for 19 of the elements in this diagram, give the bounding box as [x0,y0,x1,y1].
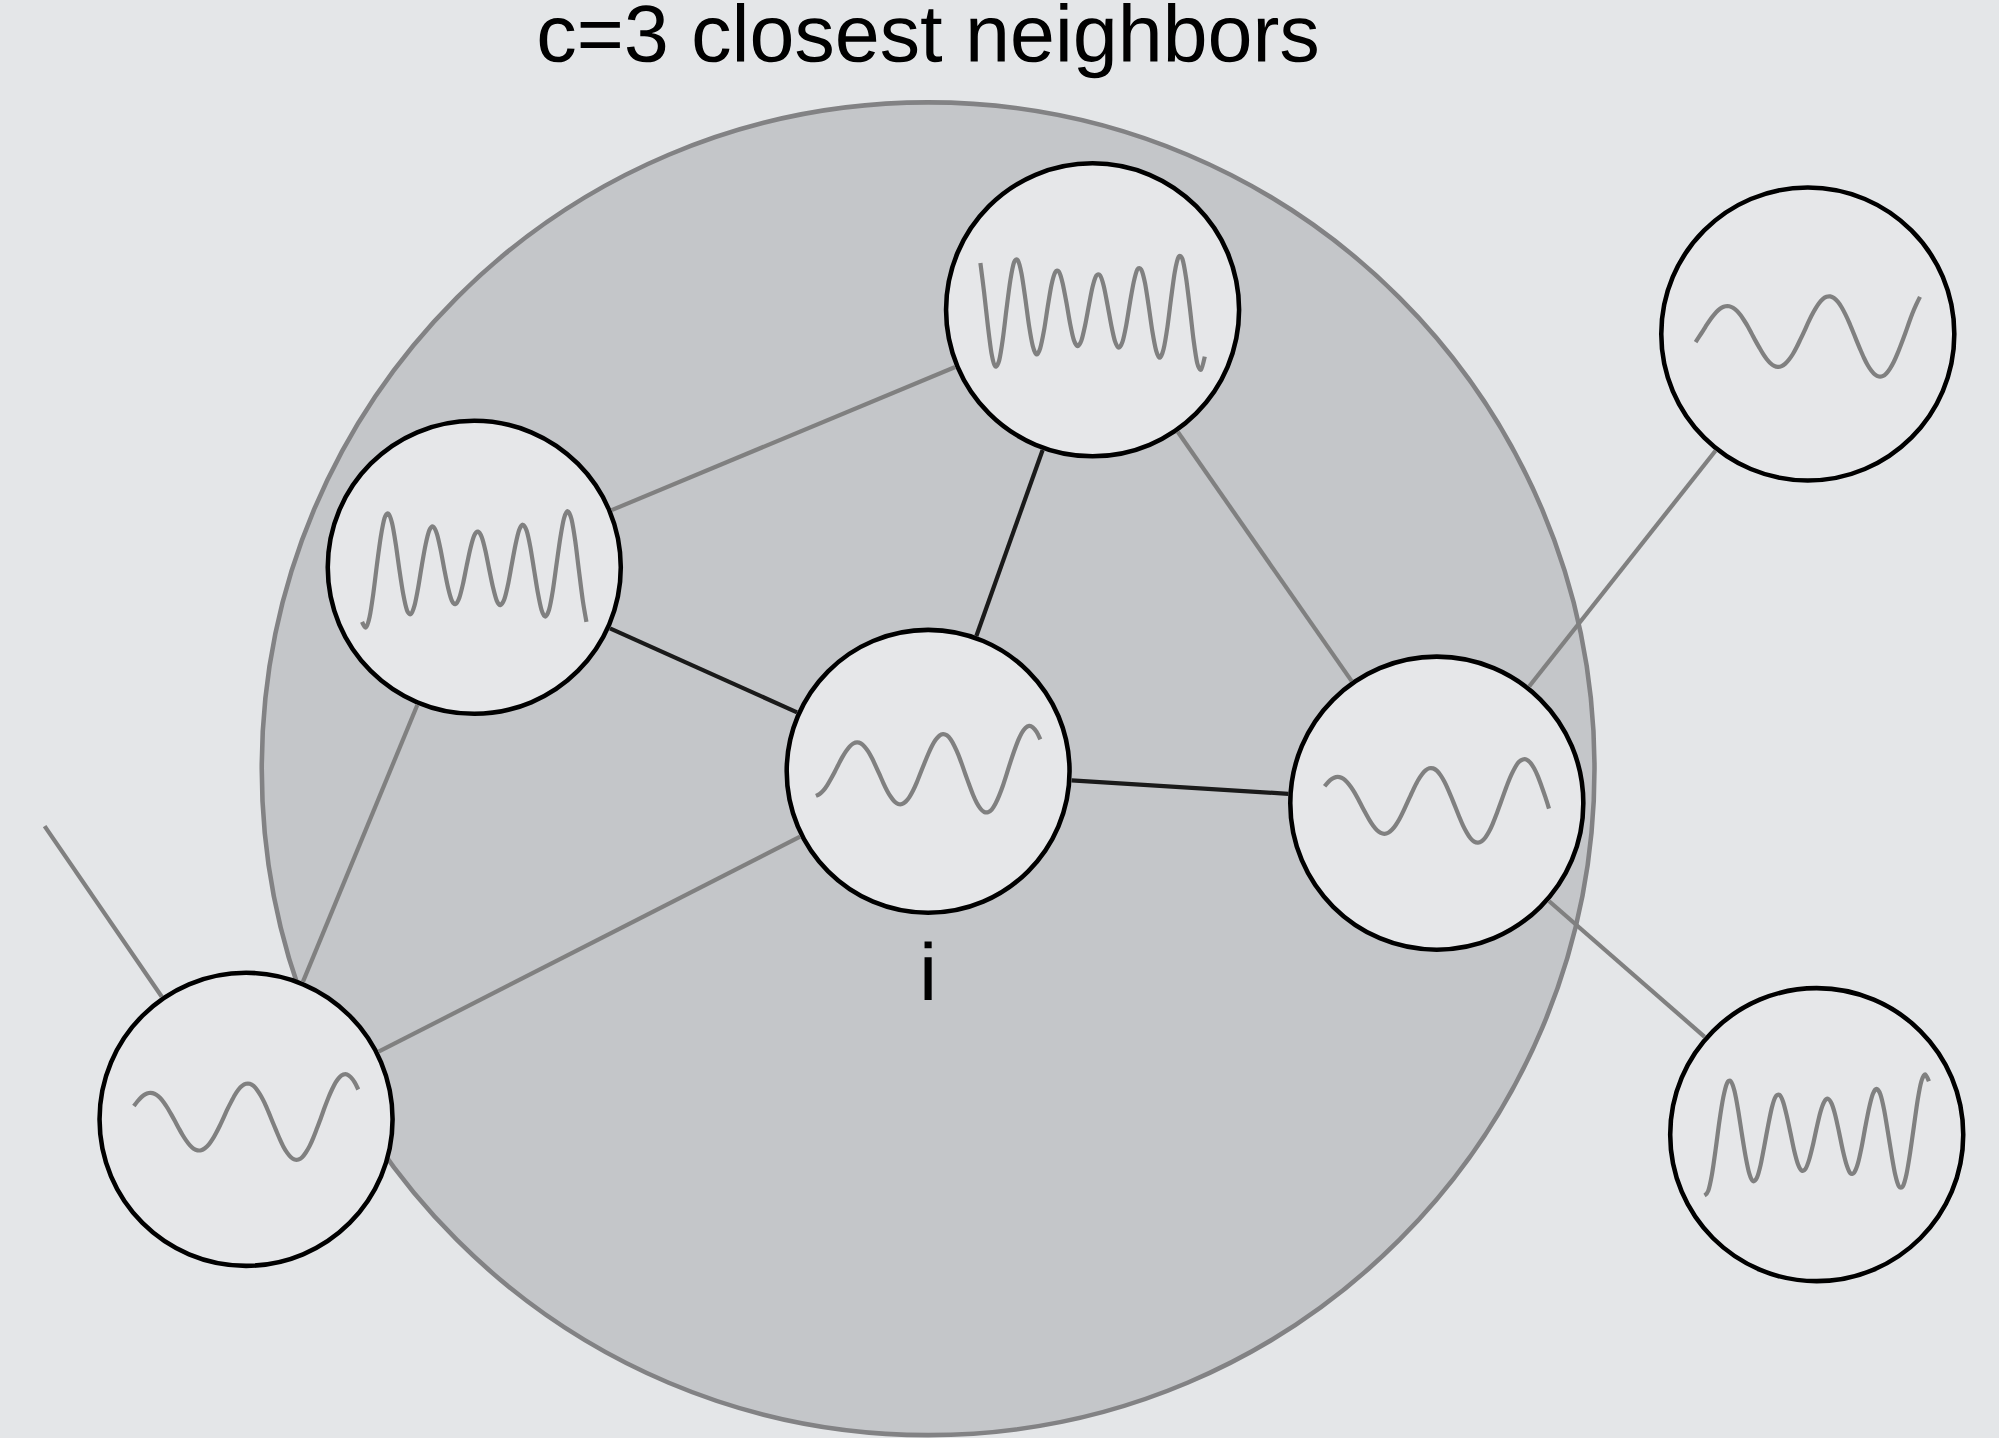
connector-line [42,824,164,998]
signal-circle [97,970,395,1269]
signal-circle [784,627,1072,915]
connector-line [1527,449,1718,688]
signal-circle [1288,654,1586,952]
connector-line [610,365,957,513]
connector-line [300,704,420,983]
connector-line [377,834,802,1054]
signal-circle [1659,185,1957,483]
connector-line [1547,899,1706,1039]
heading: c=3 closest neighbors [539,2,1317,79]
node-label: i [924,941,932,1000]
connector-line [609,626,798,715]
connector-line [1071,778,1289,796]
signal-circle [325,418,624,717]
connector-line [974,449,1045,637]
signal-circle [1667,985,1966,1284]
connector-line [1176,430,1354,683]
signal-circle [943,160,1242,459]
